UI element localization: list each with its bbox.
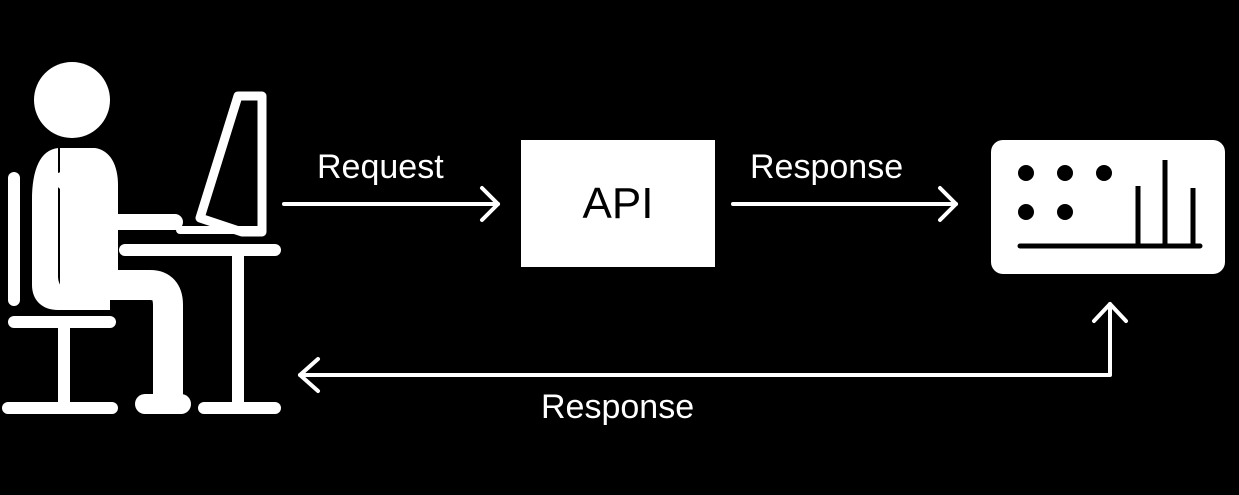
dashboard-icon <box>991 140 1225 274</box>
api-label: API <box>582 178 654 228</box>
dashboard-dot <box>1018 204 1034 220</box>
response-arrow-return <box>298 302 1128 393</box>
dashboard-dot <box>1057 204 1073 220</box>
dashboard-dot <box>1057 165 1073 181</box>
response-label-top: Response <box>750 148 904 186</box>
response-arrow-top <box>731 186 958 222</box>
dashboard-dot <box>1018 165 1034 181</box>
dashboard-dot <box>1096 165 1112 181</box>
request-arrow <box>282 186 500 222</box>
person-at-computer-icon <box>2 62 281 414</box>
api-box: API <box>521 140 715 267</box>
response-label-bottom: Response <box>541 388 695 426</box>
request-label: Request <box>317 148 444 186</box>
